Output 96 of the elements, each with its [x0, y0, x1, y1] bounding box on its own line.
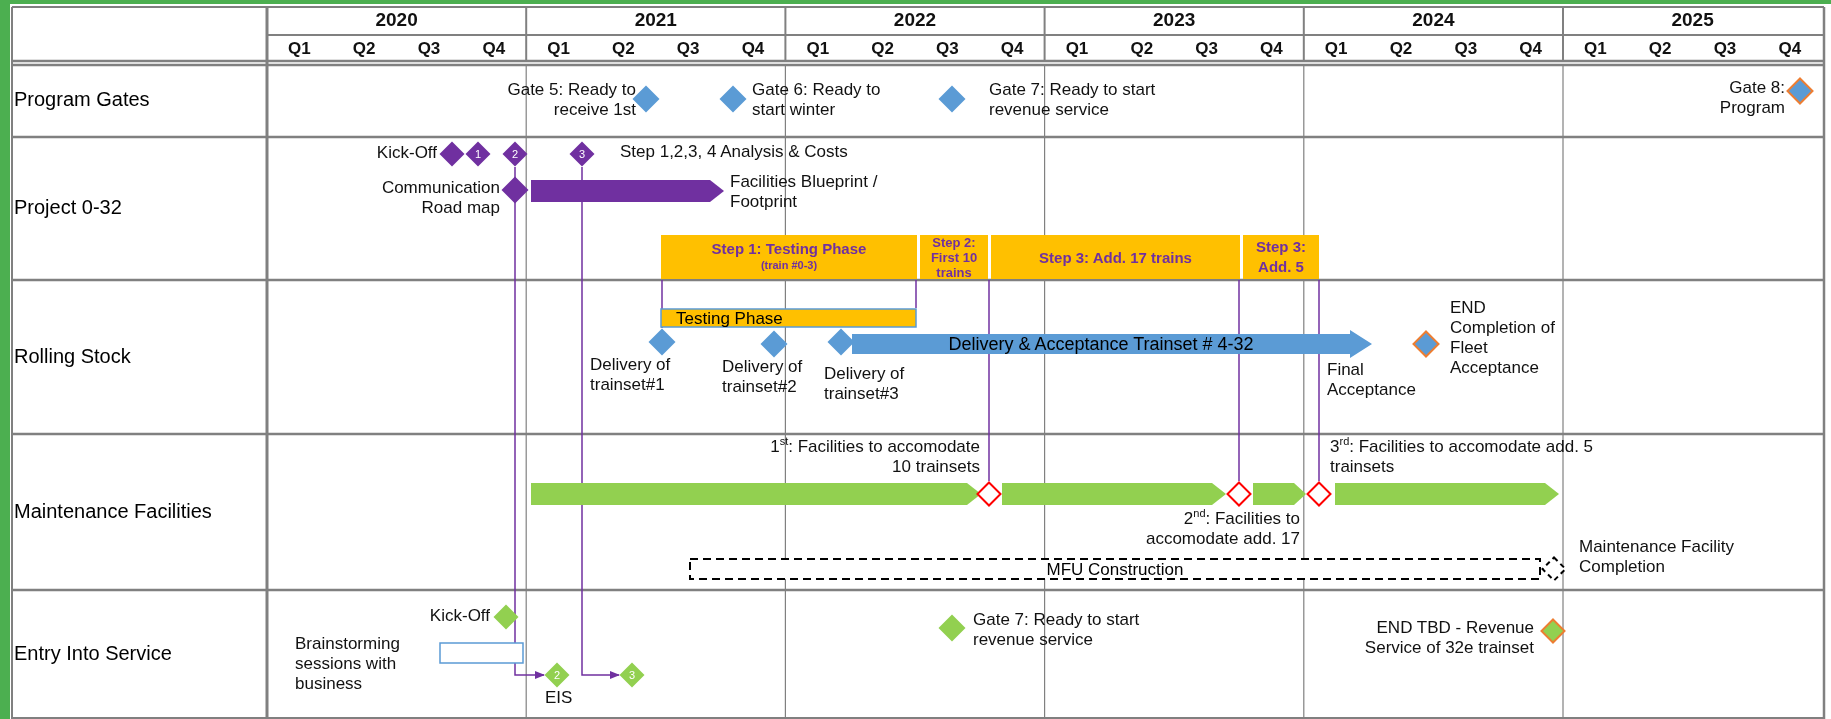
milestone-diamond — [938, 85, 966, 113]
year-header: 2024 — [1411, 9, 1456, 31]
connector-line — [915, 279, 917, 309]
quarter-header: Q1 — [1064, 39, 1090, 59]
year-header: 2025 — [1670, 9, 1715, 31]
year-header: 2023 — [1152, 9, 1197, 31]
milestone-diamond: 2 — [544, 662, 570, 688]
year-header: 2020 — [374, 9, 419, 31]
phase-bar — [660, 234, 918, 280]
connector-line — [514, 166, 545, 679]
milestone-diamond — [501, 176, 529, 204]
quarter-header: Q4 — [740, 39, 766, 59]
connector-line — [1238, 279, 1240, 482]
quarter-header: Q2 — [1129, 39, 1155, 59]
task-bar — [1002, 483, 1226, 505]
quarter-header: Q3 — [1712, 39, 1738, 59]
milestone-diamond — [493, 604, 519, 630]
task-bar — [1335, 483, 1559, 505]
task-bar — [531, 483, 981, 505]
milestone-label: Delivery of trainset#1 — [590, 355, 672, 395]
milestone-diamond — [1306, 481, 1332, 507]
quarter-header: Q2 — [1388, 39, 1414, 59]
row-header: Maintenance Facilities — [14, 500, 212, 523]
row-header: Project 0-32 — [14, 196, 122, 219]
milestone-label: Facilities Blueprint / Footprint — [730, 172, 879, 212]
quarter-header: Q1 — [805, 39, 831, 59]
milestone-label: Gate 5: Ready to receive 1st — [506, 80, 636, 120]
quarter-header: Q2 — [1647, 39, 1673, 59]
quarter-header: Q1 — [1583, 39, 1608, 59]
phase-title: Step 1: Testing Phase — [711, 240, 867, 257]
milestone-diamond — [648, 328, 676, 356]
milestone-label: Brainstorming sessions with business — [295, 634, 401, 694]
milestone-label: EIS — [545, 688, 574, 708]
phase-subtitle: (train #0-3) — [760, 258, 818, 273]
milestone-label: Communication Road map — [380, 178, 500, 218]
quarter-header: Q2 — [611, 39, 636, 59]
milestone-label: Delivery of trainset#2 — [722, 357, 804, 397]
milestone-label: Kick-Off — [375, 143, 437, 163]
quarter-header: Q4 — [1777, 39, 1803, 59]
quarter-header: Q4 — [481, 39, 507, 59]
milestone-diamond — [1412, 330, 1440, 358]
milestone-label: Delivery of trainset#3 — [824, 364, 906, 404]
milestone-label: 1$^{st}$: Facilities to accomodate 10 trainsets — [769, 437, 980, 477]
milestone-diamond — [1541, 556, 1567, 582]
note-text: Step 1,2,3, 4 Analysis & Costs — [620, 142, 848, 162]
milestone-diamond: 1 — [465, 141, 491, 167]
outline-box — [439, 642, 524, 664]
milestone-diamond — [1226, 481, 1252, 507]
milestone-diamond — [976, 481, 1002, 507]
connector-line — [988, 279, 990, 482]
connector-line — [1318, 279, 1320, 482]
milestone-label: Final Acceptance — [1327, 360, 1417, 400]
task-bar — [531, 180, 724, 202]
quarter-header: Q4 — [999, 39, 1025, 59]
year-header: 2021 — [633, 9, 678, 31]
milestone-label: Gate 6: Ready to start winter — [752, 80, 882, 120]
quarter-header: Q3 — [1194, 39, 1219, 59]
phase-bar: Step 3: Add. 17 trains — [990, 234, 1241, 280]
phase-bar: Step 2: First 10 trains — [919, 234, 989, 280]
quarter-header: Q1 — [546, 39, 571, 59]
milestone-label: 2$^{nd}$: Facilities to accomodate add. 17 — [1144, 509, 1300, 549]
milestone-label: Gate 7: Ready to start revenue service — [973, 610, 1141, 650]
milestone-diamond — [1540, 618, 1566, 644]
milestone-label: Gate 7: Ready to start revenue service — [989, 80, 1157, 120]
quarter-header: Q2 — [870, 39, 895, 59]
year-header: 2022 — [892, 9, 938, 31]
task-bar: Testing Phase — [660, 308, 917, 328]
quarter-header: Q4 — [1259, 39, 1284, 59]
task-bar — [1253, 483, 1306, 505]
connector-line — [581, 166, 620, 679]
milestone-diamond — [439, 141, 465, 167]
quarter-header: Q1 — [287, 39, 312, 59]
milestone-label: END Completion of Fleet Acceptance — [1450, 298, 1556, 378]
quarter-header: Q1 — [1323, 39, 1349, 59]
milestone-label: Gate 8: Program — [1718, 78, 1785, 118]
row-header: Entry Into Service — [14, 642, 172, 665]
quarter-header: Q3 — [935, 39, 960, 59]
milestone-diamond — [760, 330, 788, 358]
milestone-diamond — [719, 85, 747, 113]
milestone-diamond: 2 — [502, 141, 528, 167]
milestone-diamond — [1786, 77, 1814, 105]
milestone-label: END TBD - Revenue Service of 32e trainset — [1363, 618, 1534, 658]
milestone-label: Kick-Off — [428, 606, 490, 626]
milestone-diamond: 3 — [569, 141, 595, 167]
phase-bar: Step 3: Add. 5 — [1242, 234, 1320, 280]
milestone-diamond — [938, 614, 966, 642]
milestone-diamond: 3 — [619, 662, 645, 688]
quarter-header: Q3 — [1453, 39, 1479, 59]
quarter-header: Q3 — [675, 39, 701, 59]
row-header: Program Gates — [14, 88, 150, 111]
milestone-label: Maintenance Facility Completion — [1579, 537, 1735, 577]
milestone-label: 3$^{rd}$: Facilities to accomodate add. 5 trainsets — [1330, 437, 1595, 477]
quarter-header: Q2 — [351, 39, 377, 59]
row-header: Rolling Stock — [14, 345, 131, 368]
quarter-header: Q4 — [1518, 39, 1543, 59]
quarter-header: Q3 — [416, 39, 442, 59]
